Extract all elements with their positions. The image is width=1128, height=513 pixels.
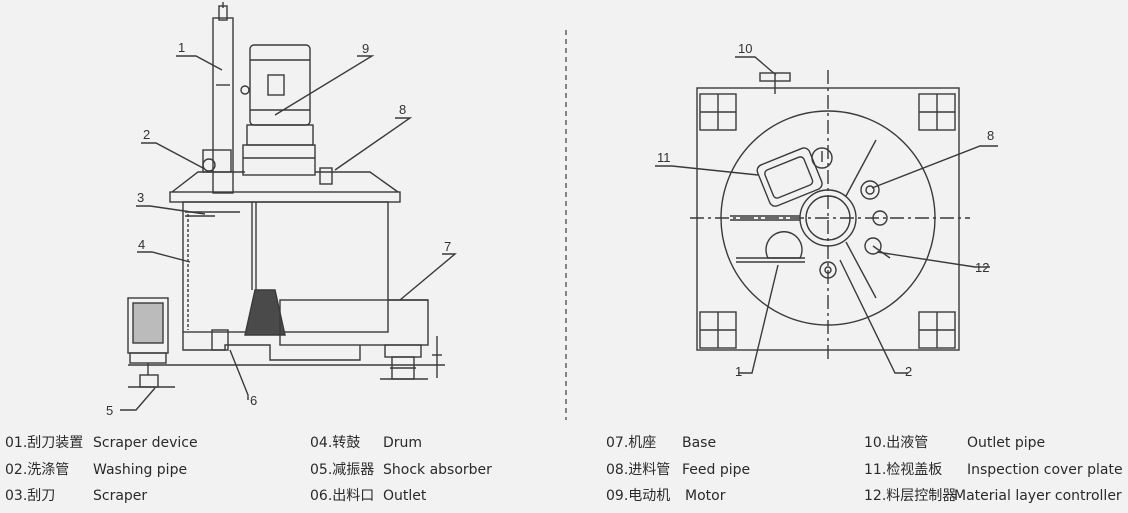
parts-legend: 01.刮刀装置 Scraper device 02.洗涤管 Washing pi… bbox=[0, 430, 1128, 513]
legend-english: Scraper device bbox=[93, 435, 198, 451]
legend-number: 06.出料口 bbox=[310, 488, 375, 504]
legend-english: Material layer controller bbox=[954, 488, 1122, 504]
callout-2-top: 2 bbox=[905, 364, 912, 379]
legend-english: Outlet bbox=[383, 488, 427, 504]
legend-english: Drum bbox=[383, 435, 423, 451]
legend-number: 11.检视盖板 bbox=[864, 461, 943, 478]
legend-number: 03.刮刀 bbox=[5, 488, 56, 504]
legend-english: Outlet pipe bbox=[967, 435, 1046, 451]
callout-6: 6 bbox=[250, 393, 257, 408]
drum-housing bbox=[182, 201, 389, 333]
motor bbox=[249, 44, 311, 126]
legend-number: 05.减振器 bbox=[310, 461, 375, 478]
scraper-column bbox=[212, 17, 234, 194]
side-view bbox=[120, 2, 457, 411]
legend-english: Base bbox=[682, 435, 717, 451]
legend-number: 07.机座 bbox=[606, 435, 657, 451]
callout-3: 3 bbox=[137, 190, 144, 205]
callout-12: 12 bbox=[975, 260, 989, 275]
legend-english: Shock absorber bbox=[383, 461, 492, 478]
legend-english: Feed pipe bbox=[682, 461, 751, 478]
callout-7: 7 bbox=[444, 239, 451, 254]
callout-1-top: 1 bbox=[735, 364, 742, 379]
top-view bbox=[655, 56, 998, 374]
callout-1: 1 bbox=[178, 40, 185, 55]
callout-labels: 1 2 3 4 5 6 7 8 9 10 11 8 12 1 2 bbox=[106, 40, 994, 418]
callout-5: 5 bbox=[106, 403, 113, 418]
callout-11: 11 bbox=[657, 150, 671, 165]
legend-number: 10.出液管 bbox=[864, 435, 929, 451]
legend-number: 01.刮刀装置 bbox=[5, 435, 84, 451]
legend-number: 04.转鼓 bbox=[310, 435, 361, 451]
callout-2: 2 bbox=[143, 127, 150, 142]
legend-english: Scraper bbox=[93, 488, 148, 504]
base bbox=[279, 299, 429, 346]
centrifuge-technical-drawing: 1 2 3 4 5 6 7 8 9 10 11 8 12 1 2 bbox=[106, 2, 998, 420]
callout-4: 4 bbox=[138, 237, 145, 252]
legend-number: 02.洗涤管 bbox=[5, 461, 70, 478]
legend-english: Inspection cover plate bbox=[967, 461, 1123, 478]
callout-10: 10 bbox=[738, 41, 752, 56]
legend-english: Motor bbox=[685, 488, 726, 504]
legend-number: 09.电动机 bbox=[606, 488, 671, 504]
callout-8-top: 8 bbox=[987, 128, 994, 143]
legend-number: 08.进料管 bbox=[606, 461, 671, 478]
legend-english: Washing pipe bbox=[93, 461, 188, 478]
callout-8: 8 bbox=[399, 102, 406, 117]
legend-number: 12.料层控制器 bbox=[864, 488, 957, 504]
callout-9: 9 bbox=[362, 41, 369, 56]
